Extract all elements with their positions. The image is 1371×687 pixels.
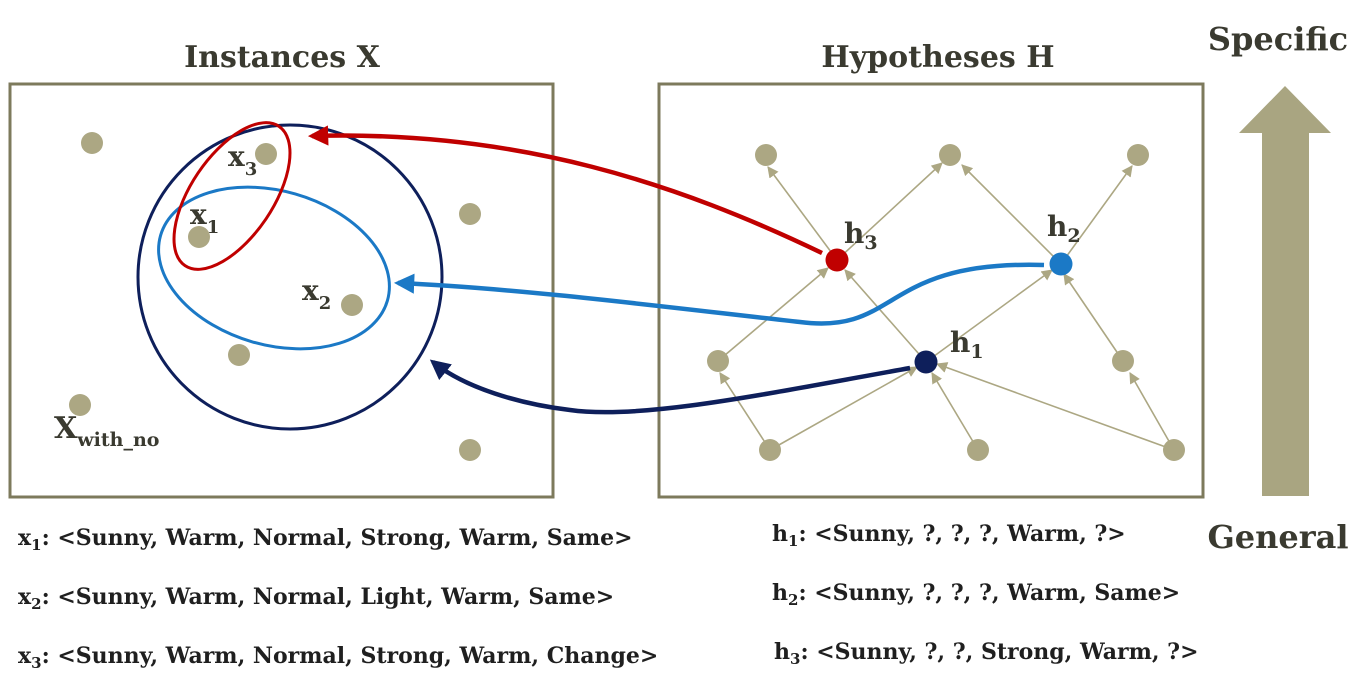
specific-general-arrow (1239, 86, 1331, 496)
instances-panel (8, 82, 555, 499)
h2-definition: h2: <Sunny, ?, ?, ?, Warm, Same> (772, 580, 1180, 609)
hypothesis-node (939, 144, 961, 166)
hypotheses-title: Hypotheses H (821, 40, 1054, 75)
lattice-edge (935, 362, 1175, 451)
h3-mapping-arrow (307, 125, 823, 256)
general-label: General (1207, 518, 1348, 556)
lattice-edge (1129, 372, 1175, 451)
instance-dot (459, 439, 481, 461)
h1-node (914, 350, 938, 374)
hypotheses-panel (657, 82, 1205, 499)
h1-extension-ellipse (136, 123, 444, 431)
hypothesis-node (755, 144, 777, 166)
lattice-edge (1063, 273, 1124, 362)
instance-dot-x2 (341, 294, 363, 316)
x1-label: x1 (190, 198, 219, 238)
instances-title: Instances X (184, 40, 381, 75)
x-with-no-label: Xwith_no (54, 411, 159, 451)
h3-definition: h3: <Sunny, ?, ?, Strong, Warm, ?> (774, 639, 1199, 668)
x3-definition: x3: <Sunny, Warm, Normal, Strong, Warm, … (18, 643, 658, 672)
x2-definition: x2: <Sunny, Warm, Normal, Light, Warm, S… (18, 584, 614, 613)
h2-extension-ellipse (157, 185, 391, 351)
lattice-edge (769, 366, 918, 451)
hypothesis-node (1112, 350, 1134, 372)
lattice-edge (925, 269, 1053, 363)
h3-label: h3 (844, 217, 878, 254)
instance-dot-x1 (188, 226, 210, 248)
hypothesis-node (1127, 144, 1149, 166)
x2-label: x2 (302, 274, 331, 314)
hypothesis-node (759, 439, 781, 461)
h2-node (1049, 252, 1073, 276)
lattice-edge (719, 372, 771, 451)
instance-dot (459, 203, 481, 225)
lattice-edge (844, 269, 927, 363)
lattice-edge (961, 164, 1062, 265)
h1-label: h1 (950, 326, 984, 363)
instance-dot-x3 (255, 143, 277, 165)
instance-dot (228, 344, 250, 366)
lattice-edge (1060, 165, 1133, 265)
instance-dot-with-no (69, 394, 91, 416)
lattice-edge (836, 162, 943, 261)
lattice-edge (931, 372, 979, 451)
h3-extension-ellipse (172, 121, 292, 271)
hypothesis-node (707, 350, 729, 372)
specific-label: Specific (1208, 20, 1348, 58)
lattice-edge (717, 267, 829, 362)
h1-definition: h1: <Sunny, ?, ?, ?, Warm, ?> (772, 521, 1126, 550)
h1-mapping-arrow (429, 359, 911, 415)
h3-node (825, 248, 849, 272)
x1-definition: x1: <Sunny, Warm, Normal, Strong, Warm, … (18, 525, 633, 554)
hypothesis-node (967, 439, 989, 461)
h2-label: h2 (1047, 210, 1081, 247)
lattice-edge (767, 166, 838, 261)
instance-dot (81, 132, 103, 154)
h2-mapping-arrow (393, 262, 1045, 326)
hypothesis-node (1163, 439, 1185, 461)
x3-label: x3 (228, 140, 257, 180)
